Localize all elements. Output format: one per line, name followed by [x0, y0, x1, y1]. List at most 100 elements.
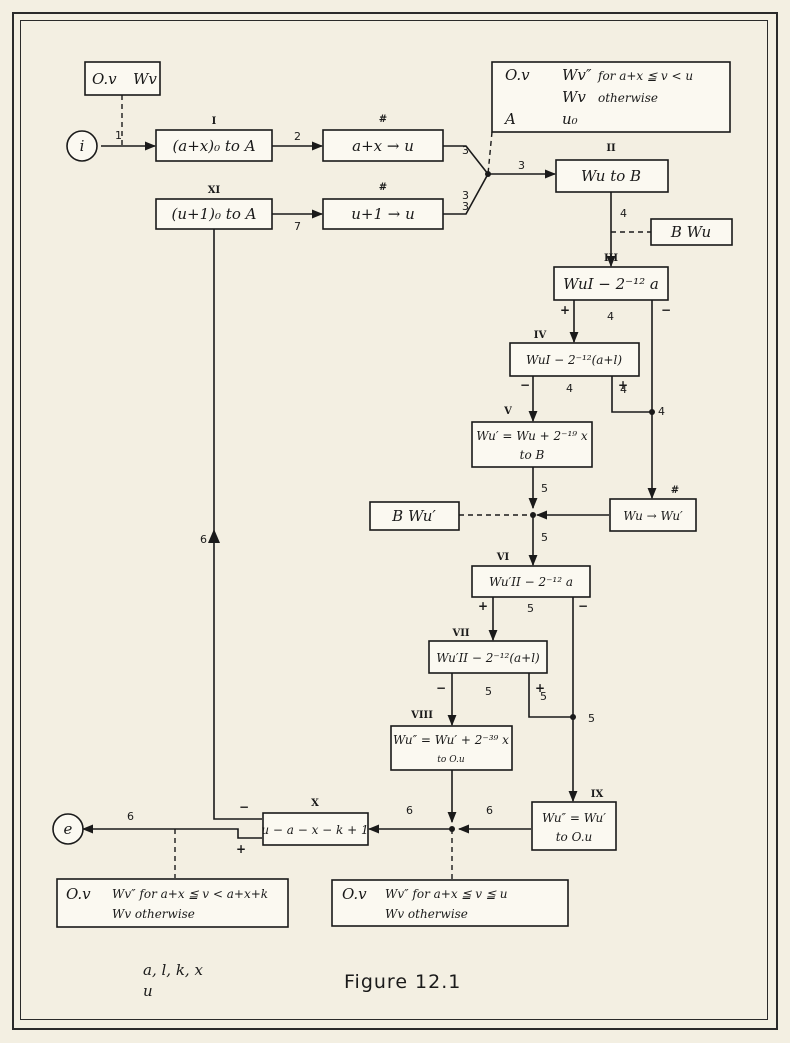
- box-iv-text: WuI − 2⁻¹²(a+l): [526, 353, 622, 367]
- top-storage-r3-left: A: [503, 110, 516, 128]
- exit-connector: [52, 813, 84, 845]
- box-x-text: u − a − x − k + 1: [261, 823, 368, 837]
- edge-number: 4: [607, 310, 614, 323]
- box-iv-roman: IV: [534, 330, 547, 341]
- box-vi: [471, 565, 591, 598]
- bottom-left-storage-row1: Wv″ for a+x ≦ v < a+x+k: [112, 887, 268, 901]
- edge-number: 3: [518, 159, 525, 172]
- inner-border: [20, 20, 768, 1020]
- figure-caption: Figure 12.1: [344, 971, 461, 993]
- top-storage-r1-right: for a+x ≦ v < u: [597, 69, 693, 83]
- edge-number: 4: [620, 207, 627, 220]
- edge-number: 3: [462, 144, 469, 157]
- bottom-left-storage-left: O.v: [66, 885, 91, 903]
- edge-number: 5: [541, 531, 548, 544]
- edge-number: 5: [588, 712, 595, 725]
- box-x-roman: X: [311, 798, 319, 809]
- edge-number: 5: [485, 685, 492, 698]
- storage-b-wu: [650, 218, 733, 246]
- edge-number: 3: [462, 189, 469, 202]
- box-ix-line2: to O.u: [556, 830, 593, 844]
- box-viii-roman: VIII: [410, 710, 433, 721]
- edge-number: 7: [294, 220, 301, 233]
- entry-storage-left: O.v: [92, 70, 117, 88]
- sign-plus: +: [535, 681, 545, 695]
- box-ii-text: Wu to B: [581, 167, 641, 185]
- sign-minus: −: [661, 303, 671, 317]
- edge-number: 2: [294, 130, 301, 143]
- sub2-text: u+1 → u: [351, 205, 415, 223]
- variables-line2: u: [143, 982, 153, 1000]
- edge-number: 6: [127, 810, 134, 823]
- branch-signs: + − − + + − − + − +: [236, 303, 671, 856]
- box-vii-roman: VII: [451, 628, 469, 639]
- box-ix-roman: IX: [591, 789, 604, 800]
- entry-storage-right: Wv: [133, 70, 157, 88]
- box-vi-roman: VI: [496, 552, 510, 563]
- sign-plus: +: [236, 842, 246, 856]
- entry-label: i: [80, 137, 85, 155]
- top-storage-r3-mid: u₀: [562, 110, 578, 128]
- box-i-roman: I: [212, 116, 217, 127]
- sign-minus: −: [436, 681, 446, 695]
- top-storage-r1-mid: Wv″: [562, 66, 592, 84]
- edge-number: 5: [541, 482, 548, 495]
- top-storage-r1-left: O.v: [505, 66, 530, 84]
- box-v-line1: Wu′ = Wu + 2⁻¹⁹ x: [476, 429, 588, 443]
- edge-number: 5: [540, 690, 547, 703]
- box-vii: [428, 640, 548, 674]
- box-v-line2: to B: [520, 448, 545, 462]
- storage-b-wu-prime-text: B Wu′: [391, 507, 436, 525]
- bottom-left-storage: [56, 878, 289, 928]
- box-viii-line2: to O.u: [437, 755, 465, 765]
- box-sub1: [322, 129, 444, 162]
- edge-number: 4: [620, 383, 627, 396]
- sign-plus: +: [560, 303, 570, 317]
- box-vii-text: Wu′II − 2⁻¹²(a+l): [436, 651, 540, 665]
- box-i: [155, 129, 273, 162]
- box-viii-line1: Wu″ = Wu′ + 2⁻³⁹ x: [393, 733, 509, 747]
- edge-number: 4: [566, 382, 573, 395]
- box-ix: [531, 801, 617, 851]
- entry-connector: [66, 130, 98, 162]
- box-i-text: (a+x)₀ to A: [172, 137, 255, 155]
- box-sub3: [609, 498, 697, 532]
- box-sub2: [322, 198, 444, 230]
- box-viii: [390, 725, 513, 771]
- bottom-right-storage-row2: Wv otherwise: [385, 907, 468, 921]
- sub1-marker: #: [379, 114, 387, 125]
- box-iii-text: WuI − 2⁻¹² a: [563, 275, 659, 293]
- edge-number: 6: [406, 804, 413, 817]
- sign-plus: +: [478, 599, 488, 613]
- bottom-right-storage-left: O.v: [342, 885, 367, 903]
- sign-minus: −: [520, 378, 530, 392]
- box-ix-line1: Wu″ = Wu′: [542, 811, 606, 825]
- variables-line1: a, l, k, x: [143, 961, 203, 979]
- connector-lines: [81, 95, 657, 880]
- sign-minus: −: [578, 599, 588, 613]
- sub2-marker: #: [379, 182, 387, 193]
- sub1-text: a+x → u: [352, 137, 414, 155]
- sign-minus: −: [239, 800, 249, 814]
- edge-number: 1: [115, 129, 122, 142]
- outer-border: [12, 12, 778, 1030]
- bottom-right-storage-row1: Wv″ for a+x ≦ v ≦ u: [385, 887, 507, 901]
- storage-b-wu-prime: [369, 501, 460, 531]
- box-x: [262, 812, 369, 846]
- bottom-left-storage-row2: Wv otherwise: [112, 907, 195, 921]
- edge-number: 4: [658, 405, 665, 418]
- top-storage-box: [491, 61, 731, 133]
- sub3-text: Wu → Wu′: [623, 509, 683, 523]
- edge-number: 3: [462, 200, 469, 213]
- box-xi-roman: XI: [208, 185, 221, 196]
- top-storage-r2-right: otherwise: [598, 91, 658, 105]
- sign-plus: +: [618, 378, 628, 392]
- sub3-marker: #: [671, 485, 679, 496]
- box-ii-roman: II: [606, 143, 616, 154]
- box-v: [471, 421, 593, 468]
- edge-numbers: 1 2 3 3 3 3 7 4 4 4 4 4 5 5 5 5 5 5 6 6 …: [115, 129, 665, 823]
- edge-number: 5: [527, 602, 534, 615]
- box-iii: [553, 266, 669, 301]
- box-iv: [509, 342, 640, 377]
